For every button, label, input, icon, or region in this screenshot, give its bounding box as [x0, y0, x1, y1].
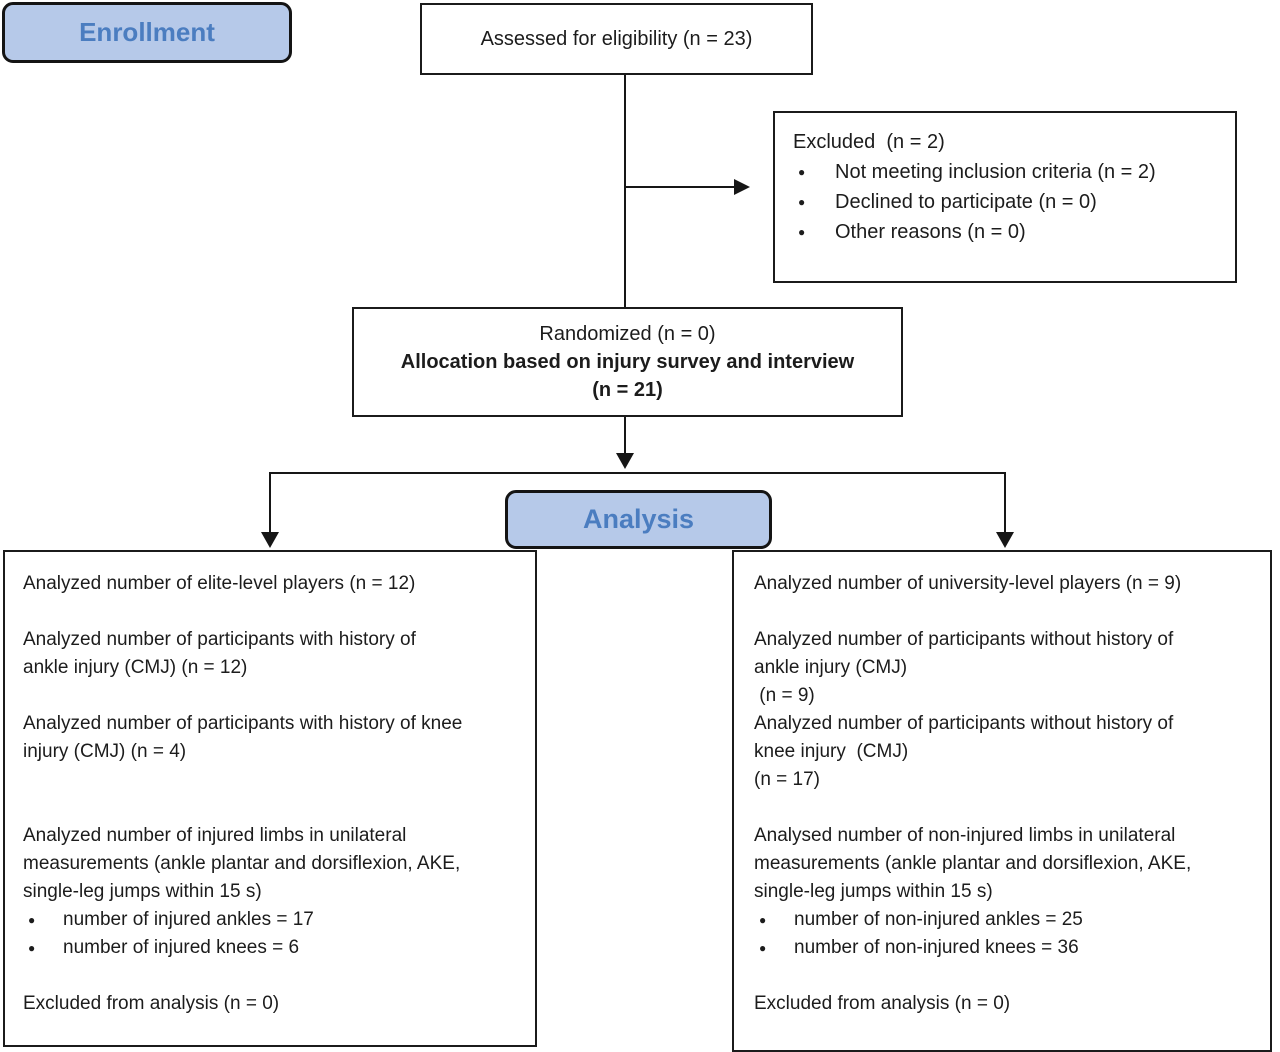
- connector-right-branch: [1004, 472, 1006, 534]
- analysis-stage-label: Analysis: [582, 504, 695, 534]
- excluded-bullet: Declined to participate (n = 0): [793, 187, 1221, 217]
- left-analysis-bullet-list: number of injured ankles = 17 number of …: [23, 906, 521, 962]
- allocation-line: Allocation based on injury survey and in…: [400, 351, 855, 373]
- assessed-eligibility-box: Assessed for eligibility (n = 23): [420, 3, 813, 75]
- connector-randomized-down: [624, 417, 626, 457]
- split-line: [269, 472, 1006, 474]
- excluded-box: Excluded (n = 2) Not meeting inclusion c…: [773, 111, 1237, 283]
- connector-left-branch: [269, 472, 271, 534]
- left-analysis-box: Analyzed number of elite-level players (…: [3, 550, 537, 1047]
- left-analysis-bullet: number of injured knees = 6: [23, 934, 521, 962]
- right-analysis-box: Analyzed number of university-level play…: [732, 550, 1272, 1052]
- excluded-bullet: Other reasons (n = 0): [793, 217, 1221, 247]
- left-analysis-bullet: number of injured ankles = 17: [23, 906, 521, 934]
- left-analysis-p4: Analyzed number of injured limbs in unil…: [23, 825, 461, 902]
- left-analysis-excluded: Excluded from analysis (n = 0): [23, 993, 280, 1014]
- right-analysis-p2: Analyzed number of participants without …: [754, 629, 1174, 706]
- enrollment-stage-tab: Enrollment: [2, 2, 292, 63]
- analysis-stage-tab: Analysis: [505, 490, 772, 549]
- enrollment-stage-label: Enrollment: [79, 17, 215, 47]
- left-analysis-p3: Analyzed number of participants with his…: [23, 713, 463, 762]
- right-analysis-p4: Analysed number of non-injured limbs in …: [754, 825, 1192, 902]
- right-analysis-p3: Analyzed number of participants without …: [754, 713, 1174, 790]
- excluded-bullet: Not meeting inclusion criteria (n = 2): [793, 157, 1221, 187]
- right-analysis-bullet-list: number of non-injured ankles = 25 number…: [754, 906, 1256, 962]
- excluded-bullet-list: Not meeting inclusion criteria (n = 2) D…: [793, 157, 1221, 247]
- right-analysis-excluded: Excluded from analysis (n = 0): [754, 993, 1011, 1014]
- right-analysis-p1: Analyzed number of university-level play…: [754, 573, 1182, 594]
- arrowhead-excluded: [734, 179, 750, 195]
- assessed-eligibility-text: Assessed for eligibility (n = 23): [480, 27, 753, 50]
- right-analysis-bullet: number of non-injured knees = 36: [754, 934, 1256, 962]
- arrowhead-right-branch: [996, 532, 1014, 548]
- arrowhead-randomized-down: [616, 453, 634, 469]
- arrowhead-left-branch: [261, 532, 279, 548]
- randomized-line: Randomized (n = 0): [539, 323, 716, 345]
- connector-assessed-to-randomized: [624, 75, 626, 307]
- right-analysis-bullet: number of non-injured ankles = 25: [754, 906, 1256, 934]
- allocation-n-line: (n = 21): [592, 379, 663, 401]
- randomized-box: Randomized (n = 0) Allocation based on i…: [352, 307, 903, 417]
- excluded-title: Excluded (n = 2): [793, 131, 945, 153]
- connector-to-excluded: [625, 186, 735, 188]
- left-analysis-p1: Analyzed number of elite-level players (…: [23, 573, 416, 594]
- left-analysis-p2: Analyzed number of participants with his…: [23, 629, 416, 678]
